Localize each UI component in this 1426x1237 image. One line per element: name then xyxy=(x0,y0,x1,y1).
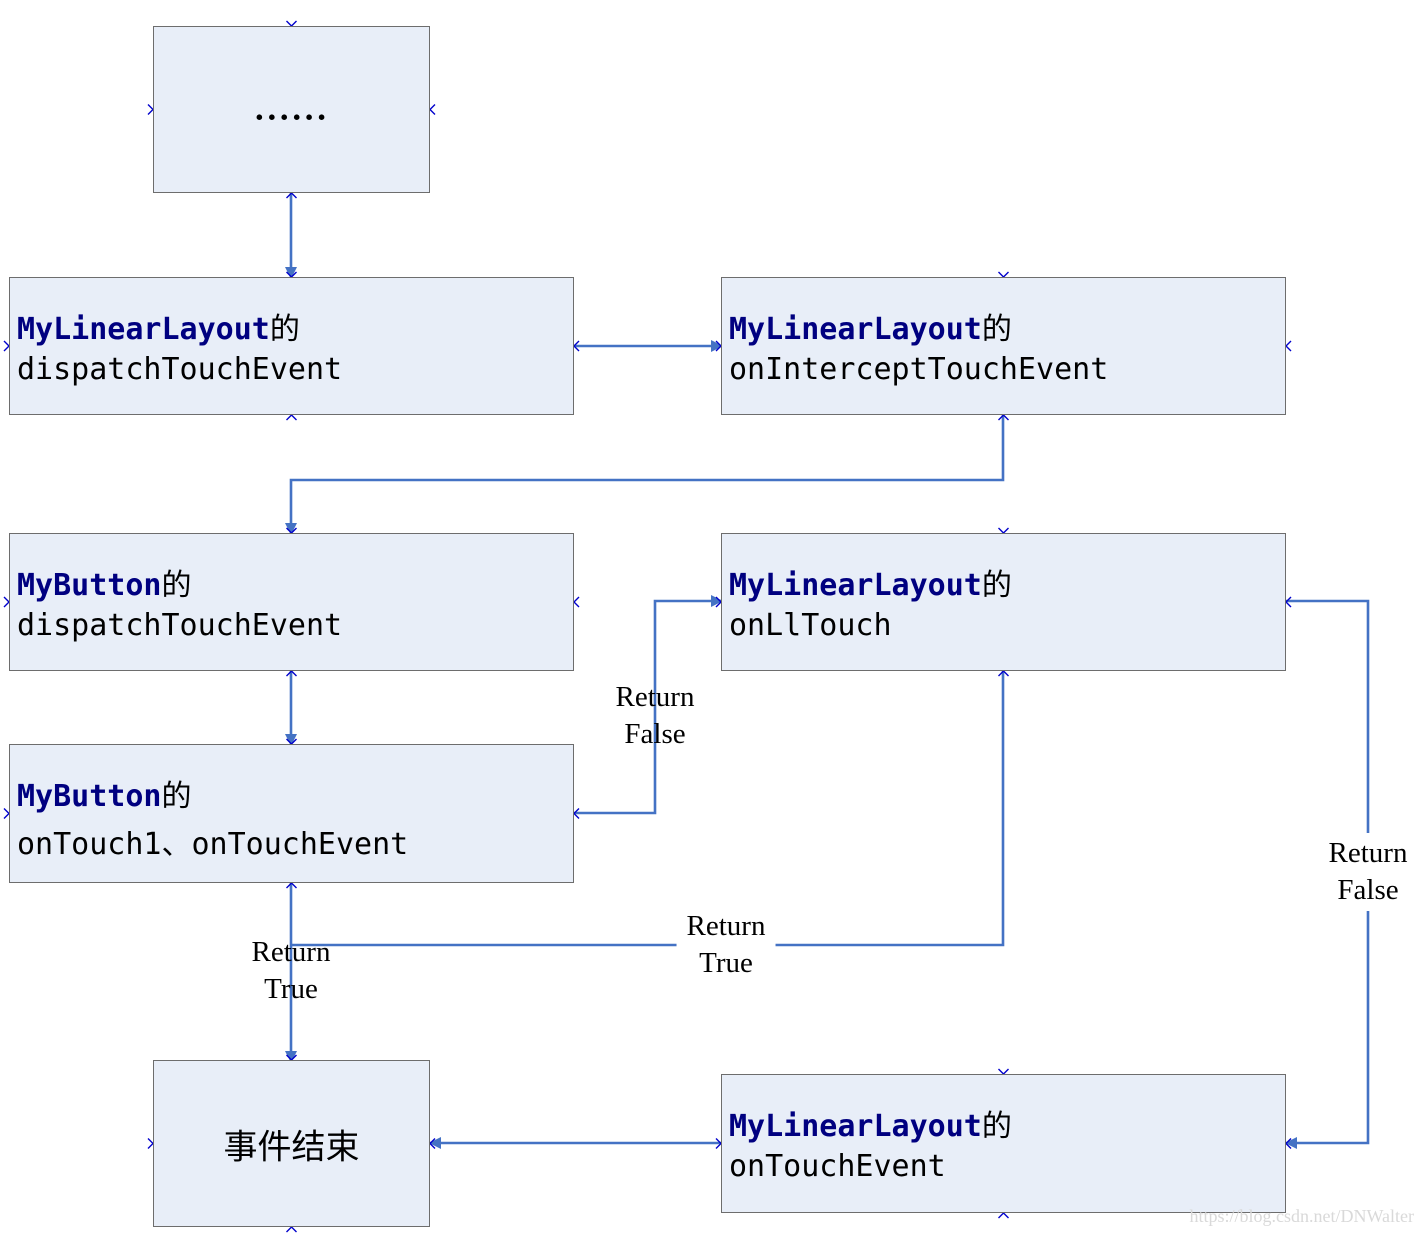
method-name-label: onTouchEvent xyxy=(729,1149,946,1184)
node-ll-dispatch[interactable]: MyLinearLayout的 dispatchTouchEvent xyxy=(9,277,574,415)
node-start-text: ...... xyxy=(254,92,329,127)
class-name-label: MyButton xyxy=(17,568,162,603)
edge-label-line: Return xyxy=(686,910,766,942)
edge-label-line: True xyxy=(699,947,753,979)
node-ll-touchevent[interactable]: MyLinearLayout的 onTouchEvent xyxy=(721,1074,1286,1213)
node-btn-dispatch[interactable]: MyButton的 dispatchTouchEvent xyxy=(9,533,574,671)
watermark: https://blog.csdn.net/DNWalter xyxy=(1189,1206,1414,1226)
class-suffix-label: 的 xyxy=(981,1109,1012,1144)
node-end-text: 事件结束 xyxy=(223,1127,360,1167)
class-suffix-label: 的 xyxy=(981,312,1012,347)
edge-label-return-true: Return True xyxy=(252,934,331,1008)
method-name-label: onInterceptTouchEvent xyxy=(729,352,1109,387)
method-name-label: onTouch1、onTouchEvent xyxy=(17,827,409,862)
edge-label-line: Return xyxy=(615,681,695,713)
class-name-label: MyLinearLayout xyxy=(729,312,982,347)
class-suffix-label: 的 xyxy=(161,568,192,603)
class-name-label: MyLinearLayout xyxy=(729,1109,982,1144)
edge-intercept-to-btn-dispatch xyxy=(285,415,1005,535)
edge-btn-ontouch-to-ll-ontouch xyxy=(573,595,723,815)
method-name-label: dispatchTouchEvent xyxy=(17,608,343,643)
class-name-label: MyLinearLayout xyxy=(729,568,982,603)
edge-label-return-true: Return True xyxy=(676,908,776,982)
method-name-label: onLlTouch xyxy=(729,608,892,643)
edge-label-return-false: Return False xyxy=(1328,833,1408,911)
class-suffix-label: 的 xyxy=(161,779,192,814)
node-start[interactable]: ...... xyxy=(153,26,430,193)
edge-label-line: Return xyxy=(1328,837,1408,869)
edge-label-line: False xyxy=(1337,874,1399,906)
class-suffix-label: 的 xyxy=(981,568,1012,603)
node-btn-ontouch[interactable]: MyButton的 onTouch1、onTouchEvent xyxy=(9,744,574,883)
method-name-label: dispatchTouchEvent xyxy=(17,352,343,387)
edge-ll-ontouch-to-end-junction xyxy=(291,670,1005,947)
class-suffix-label: 的 xyxy=(269,312,300,347)
node-ll-intercept[interactable]: MyLinearLayout的 onInterceptTouchEvent xyxy=(721,277,1286,415)
class-name-label: MyLinearLayout xyxy=(17,312,270,347)
edge-label-line: Return xyxy=(251,936,331,968)
edge-label-line: False xyxy=(624,718,686,750)
edge-label-line: True xyxy=(264,973,318,1005)
node-end[interactable]: 事件结束 xyxy=(153,1060,430,1227)
edge-label-return-false: Return False xyxy=(616,679,695,753)
class-name-label: MyButton xyxy=(17,779,162,814)
node-ll-ontouch[interactable]: MyLinearLayout的 onLlTouch xyxy=(721,533,1286,671)
